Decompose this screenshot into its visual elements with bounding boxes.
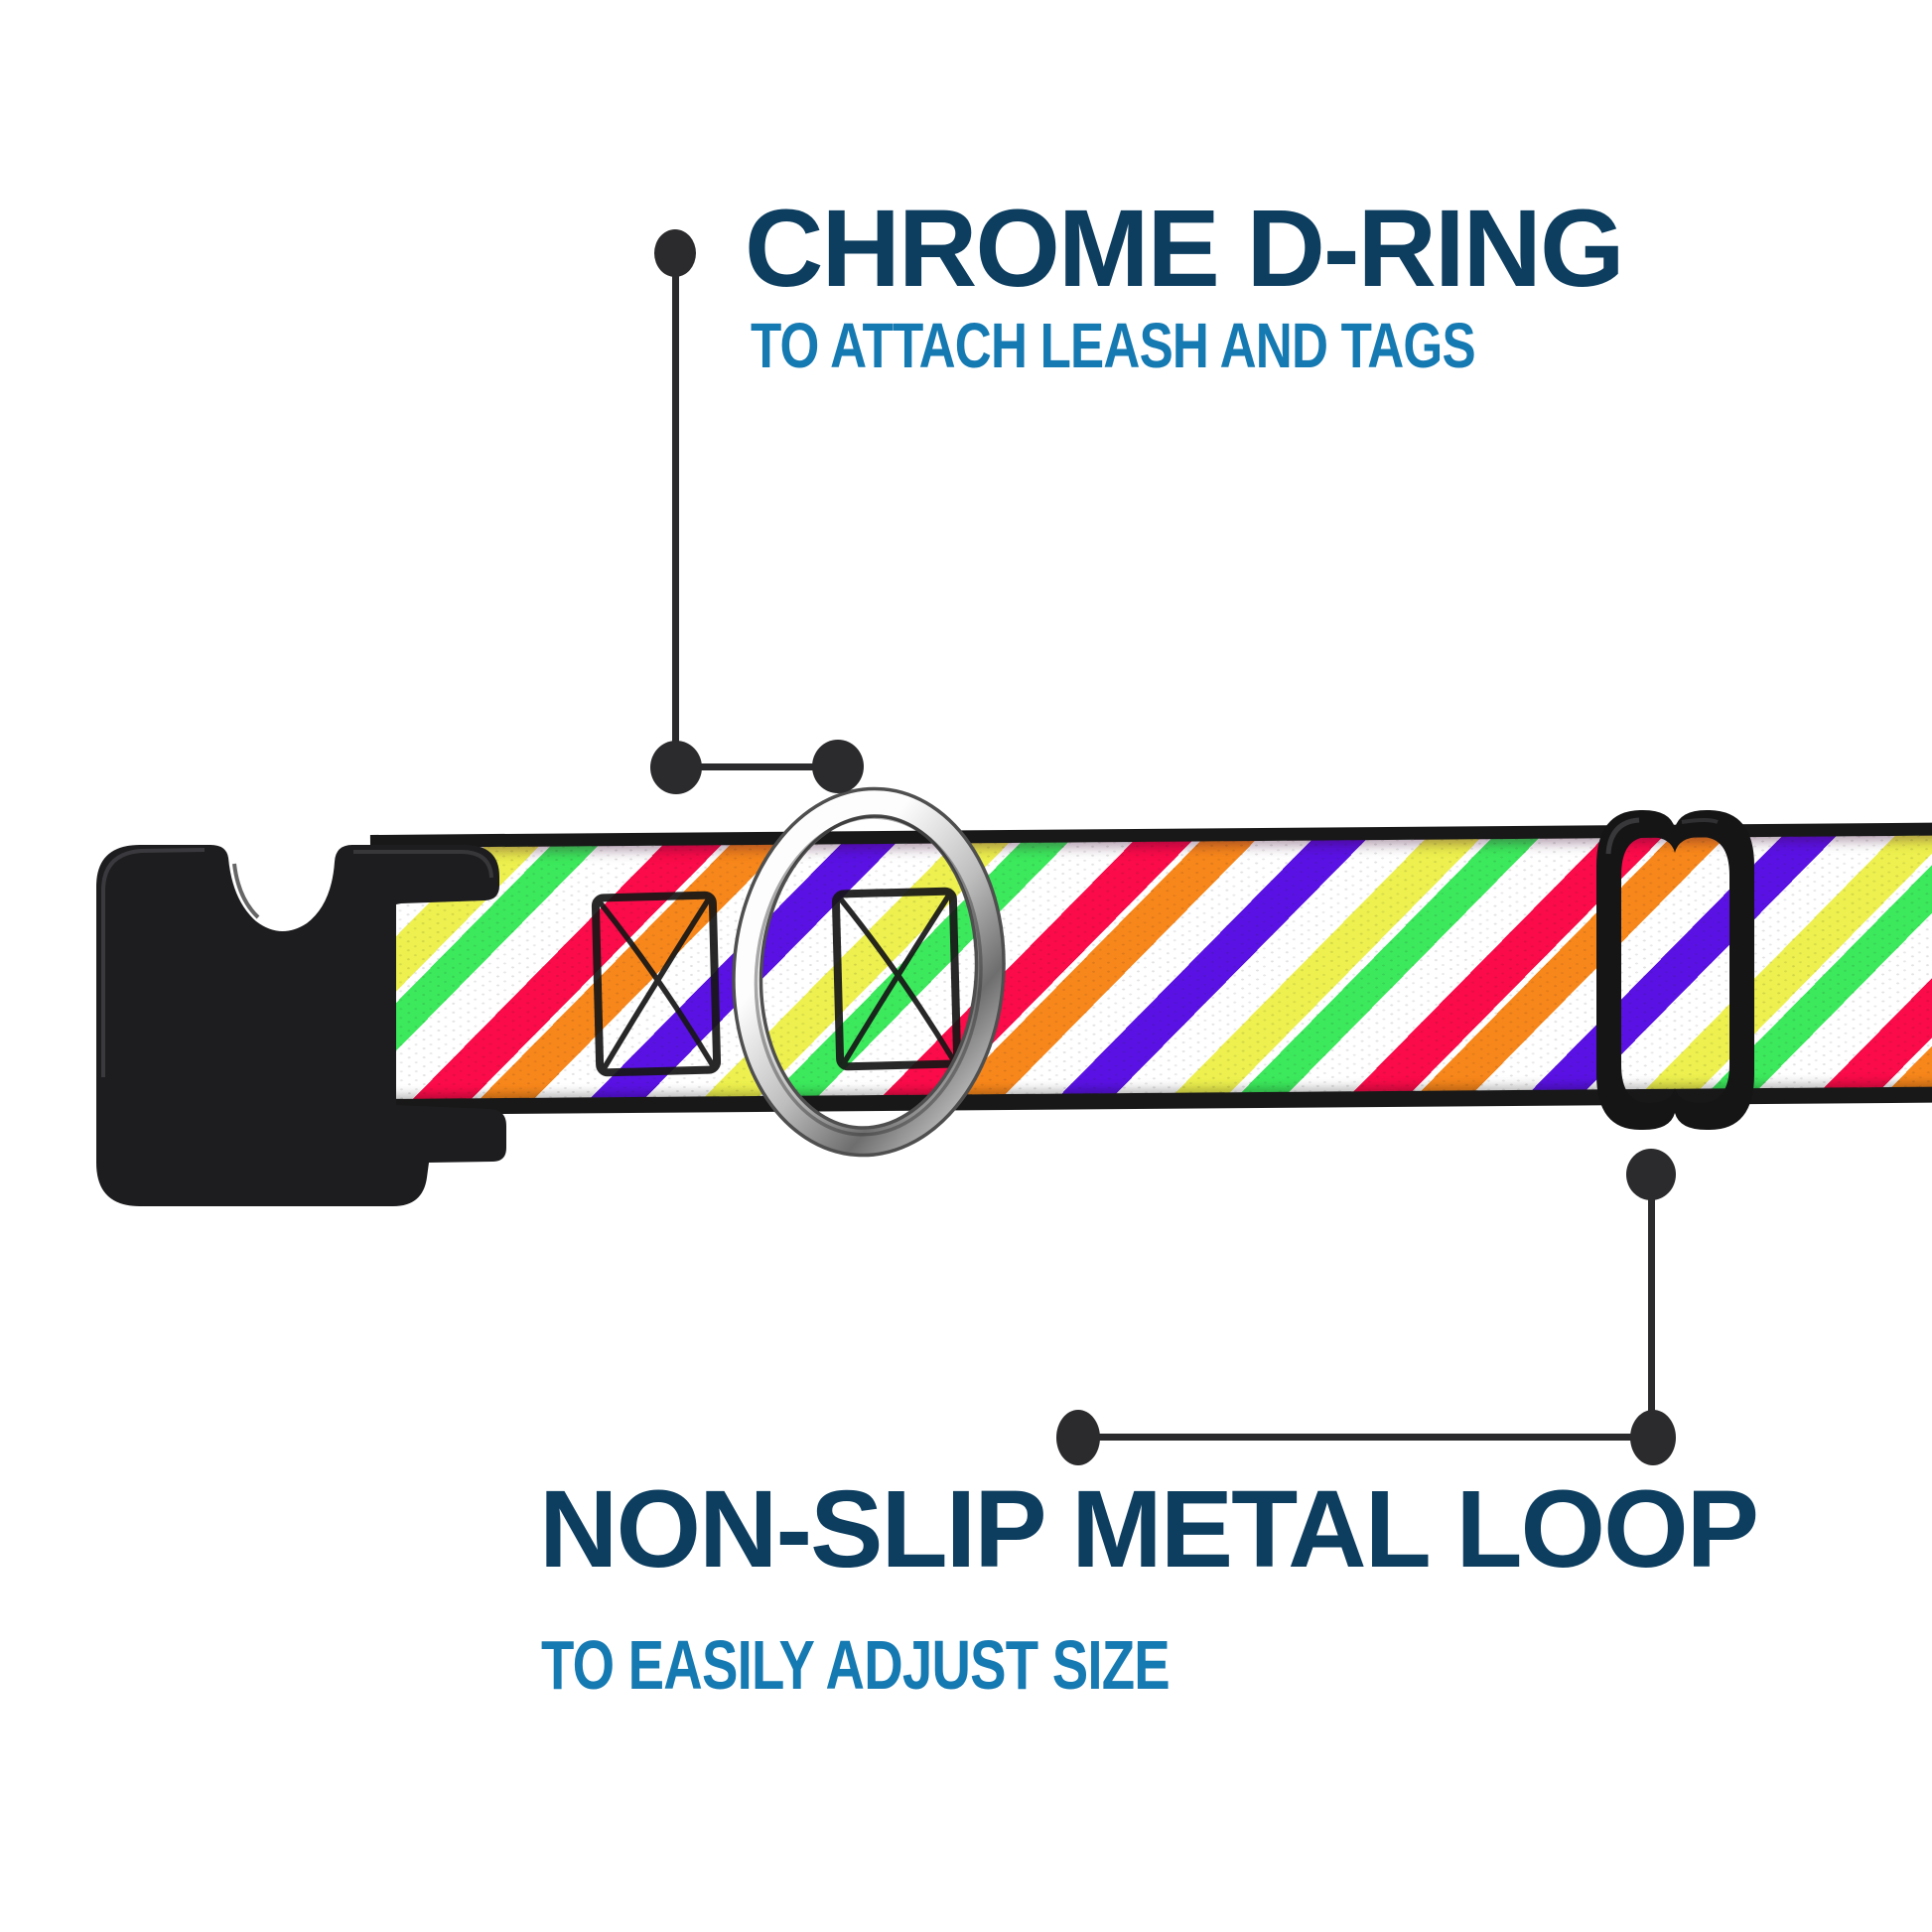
callout-line bbox=[676, 763, 838, 770]
loop-callout-title: NON-SLIP METAL LOOP bbox=[539, 1468, 1759, 1590]
stitch-box-left bbox=[591, 891, 722, 1077]
callout-dot bbox=[1056, 1410, 1100, 1465]
loop-callout-subtitle: TO EASILY ADJUST SIZE bbox=[541, 1626, 1171, 1704]
callout-line bbox=[1078, 1434, 1653, 1441]
callout-line bbox=[1648, 1174, 1655, 1438]
chrome-d-ring-icon bbox=[732, 786, 1006, 1158]
callout-dot bbox=[812, 740, 864, 793]
side-release-buckle-icon bbox=[96, 845, 506, 1206]
callout-line bbox=[672, 253, 679, 767]
stitch-box-right bbox=[831, 887, 962, 1071]
metal-tri-glide-loop-icon bbox=[1596, 809, 1754, 1131]
dring-callout-title: CHROME D-RING bbox=[745, 188, 1625, 310]
dring-callout-subtitle: TO ATTACH LEASH AND TAGS bbox=[751, 310, 1476, 381]
